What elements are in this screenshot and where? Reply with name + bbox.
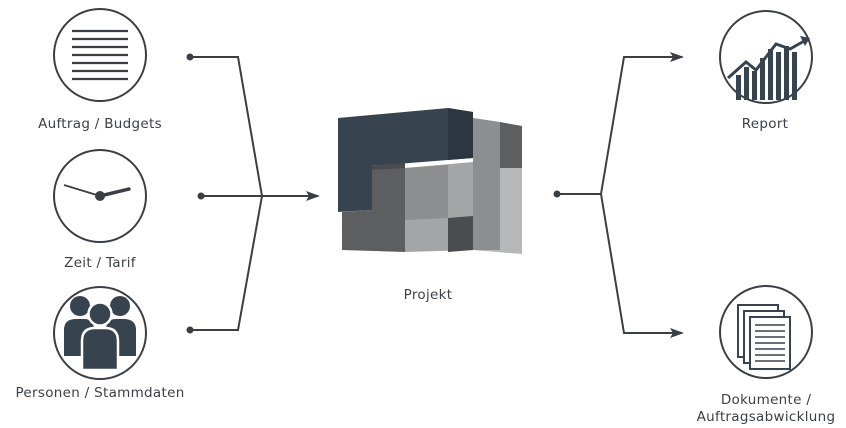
clock-icon: [53, 149, 147, 243]
rising-chart-icon: [719, 10, 813, 104]
output-label-dokumente-line2: Auftragsabwicklung: [696, 409, 836, 425]
input-label-budgets: Auftrag / Budgets: [38, 116, 162, 132]
connector-dot: [553, 190, 561, 198]
output-label-dokumente: Dokumente / Auftragsabwicklung: [686, 392, 846, 426]
connector-dot: [197, 192, 205, 200]
connector-dot: [186, 53, 194, 61]
input-label-zeit: Zeit / Tarif: [64, 255, 136, 271]
cube-puzzle-icon: [338, 108, 522, 254]
connector-dot: [186, 326, 194, 334]
document-lines-icon: [53, 8, 147, 102]
people-group-icon: [53, 286, 147, 380]
input-connectors: [190, 56, 320, 331]
document-stack-icon: [719, 285, 813, 379]
input-label-personen: Personen / Stammdaten: [15, 385, 185, 401]
output-label-dokumente-line1: Dokumente /: [720, 392, 812, 408]
center-label-projekt: Projekt: [403, 287, 453, 303]
output-label-report: Report: [741, 116, 789, 132]
output-connectors: [557, 52, 684, 338]
